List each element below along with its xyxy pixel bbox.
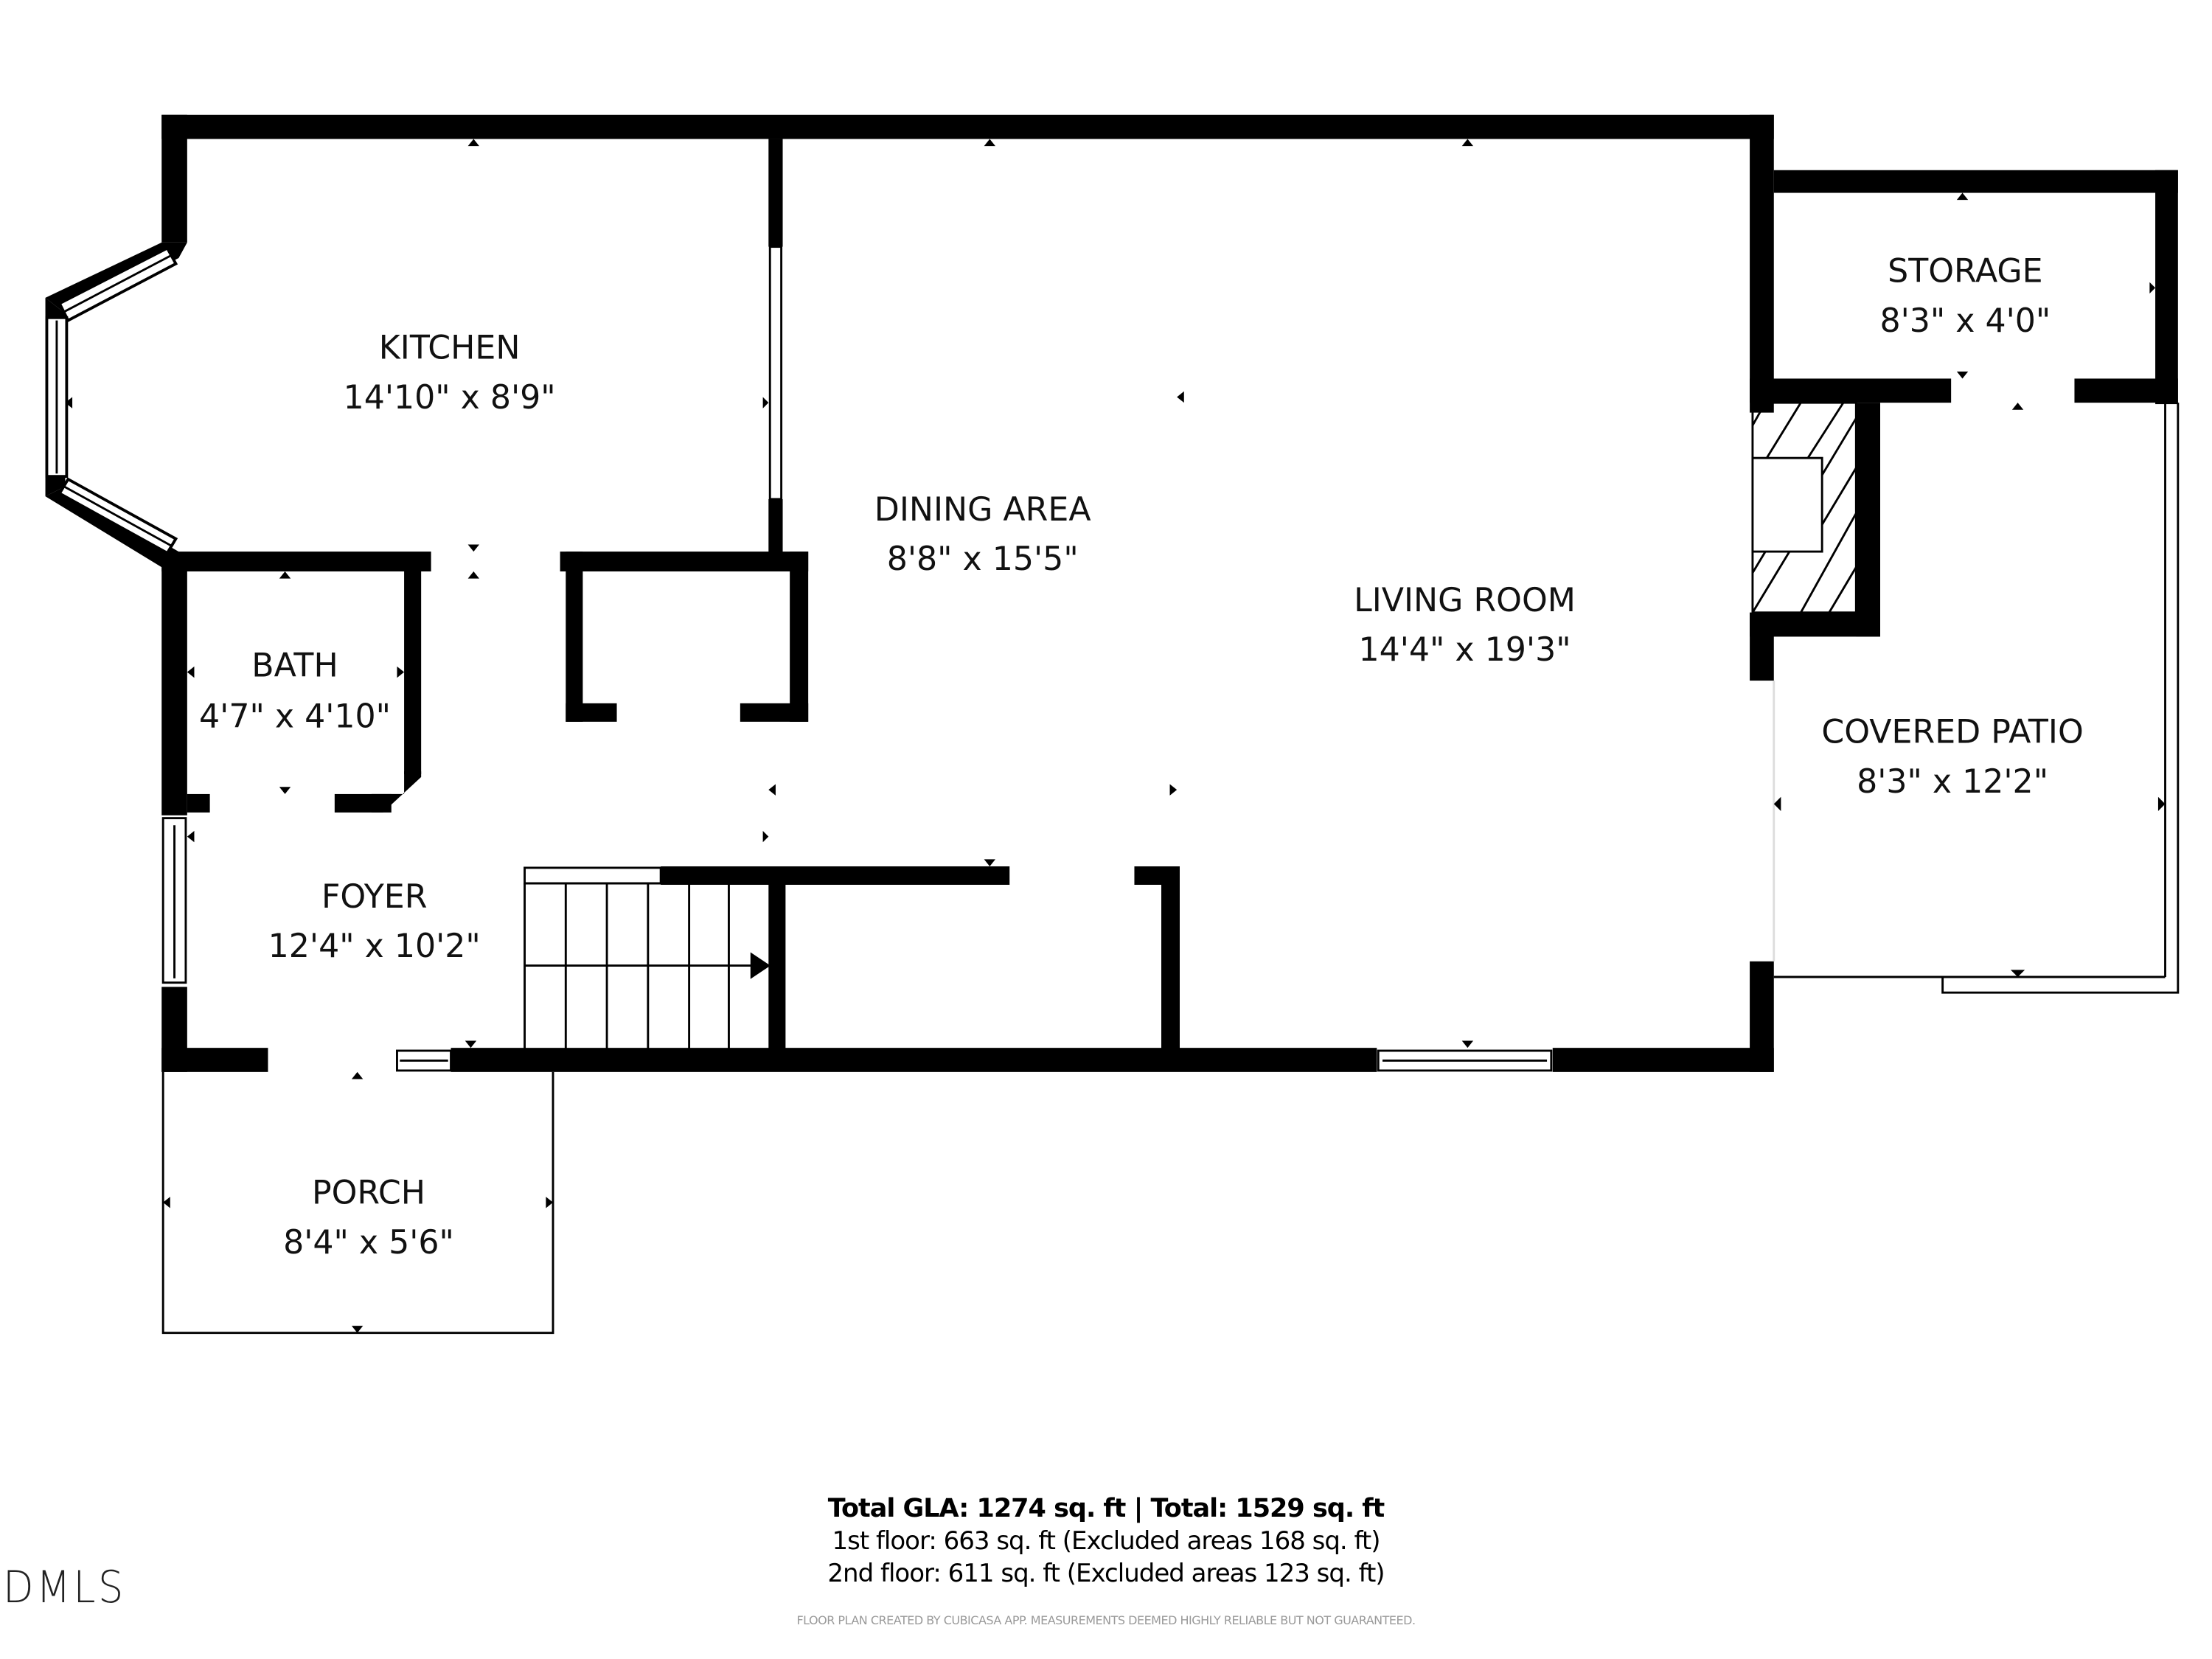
first-floor-area: 1st floor: 663 sq. ft (Excluded areas 16… <box>832 1526 1380 1556</box>
room-name-storage: STORAGE <box>1888 253 2042 291</box>
room-dims-kitchen: 14'10" x 8'9" <box>344 379 556 417</box>
room-dims-foyer: 12'4" x 10'2" <box>268 928 481 965</box>
room-dims-covered-patio: 8'3" x 12'2" <box>1857 763 2048 801</box>
room-name-porch: PORCH <box>312 1175 425 1212</box>
room-name-dining-area: DINING AREA <box>874 491 1091 529</box>
bay-window <box>45 242 187 568</box>
room-name-covered-patio: COVERED PATIO <box>1821 714 2083 751</box>
room-dims-porch: 8'4" x 5'6" <box>283 1224 454 1262</box>
windows <box>161 246 1553 1072</box>
walls <box>161 114 2178 1072</box>
room-name-kitchen: KITCHEN <box>379 330 521 367</box>
second-floor-area: 2nd floor: 611 sq. ft (Excluded areas 12… <box>827 1559 1385 1588</box>
total-area-line: Total GLA: 1274 sq. ft | Total: 1529 sq.… <box>827 1494 1385 1523</box>
room-name-living-room: LIVING ROOM <box>1354 582 1576 619</box>
room-dims-living-room: 14'4" x 19'3" <box>1358 631 1571 669</box>
room-name-foyer: FOYER <box>321 878 428 916</box>
fireplace-icon <box>1751 401 1857 614</box>
dimension-markers <box>65 139 2166 1333</box>
room-dims-storage: 8'3" x 4'0" <box>1879 302 2051 340</box>
disclaimer-text: FLOOR PLAN CREATED BY CUBICASA APP. MEAS… <box>796 1613 1416 1627</box>
staircase <box>524 866 771 1050</box>
room-labels: KITCHEN 14'10" x 8'9" DINING AREA 8'8" x… <box>199 253 2084 1262</box>
dmls-logo: DMLS <box>3 1562 126 1613</box>
room-dims-bath: 4'7" x 4'10" <box>199 698 391 736</box>
room-dims-dining-area: 8'8" x 15'5" <box>887 540 1079 578</box>
room-name-bath: BATH <box>251 647 338 684</box>
